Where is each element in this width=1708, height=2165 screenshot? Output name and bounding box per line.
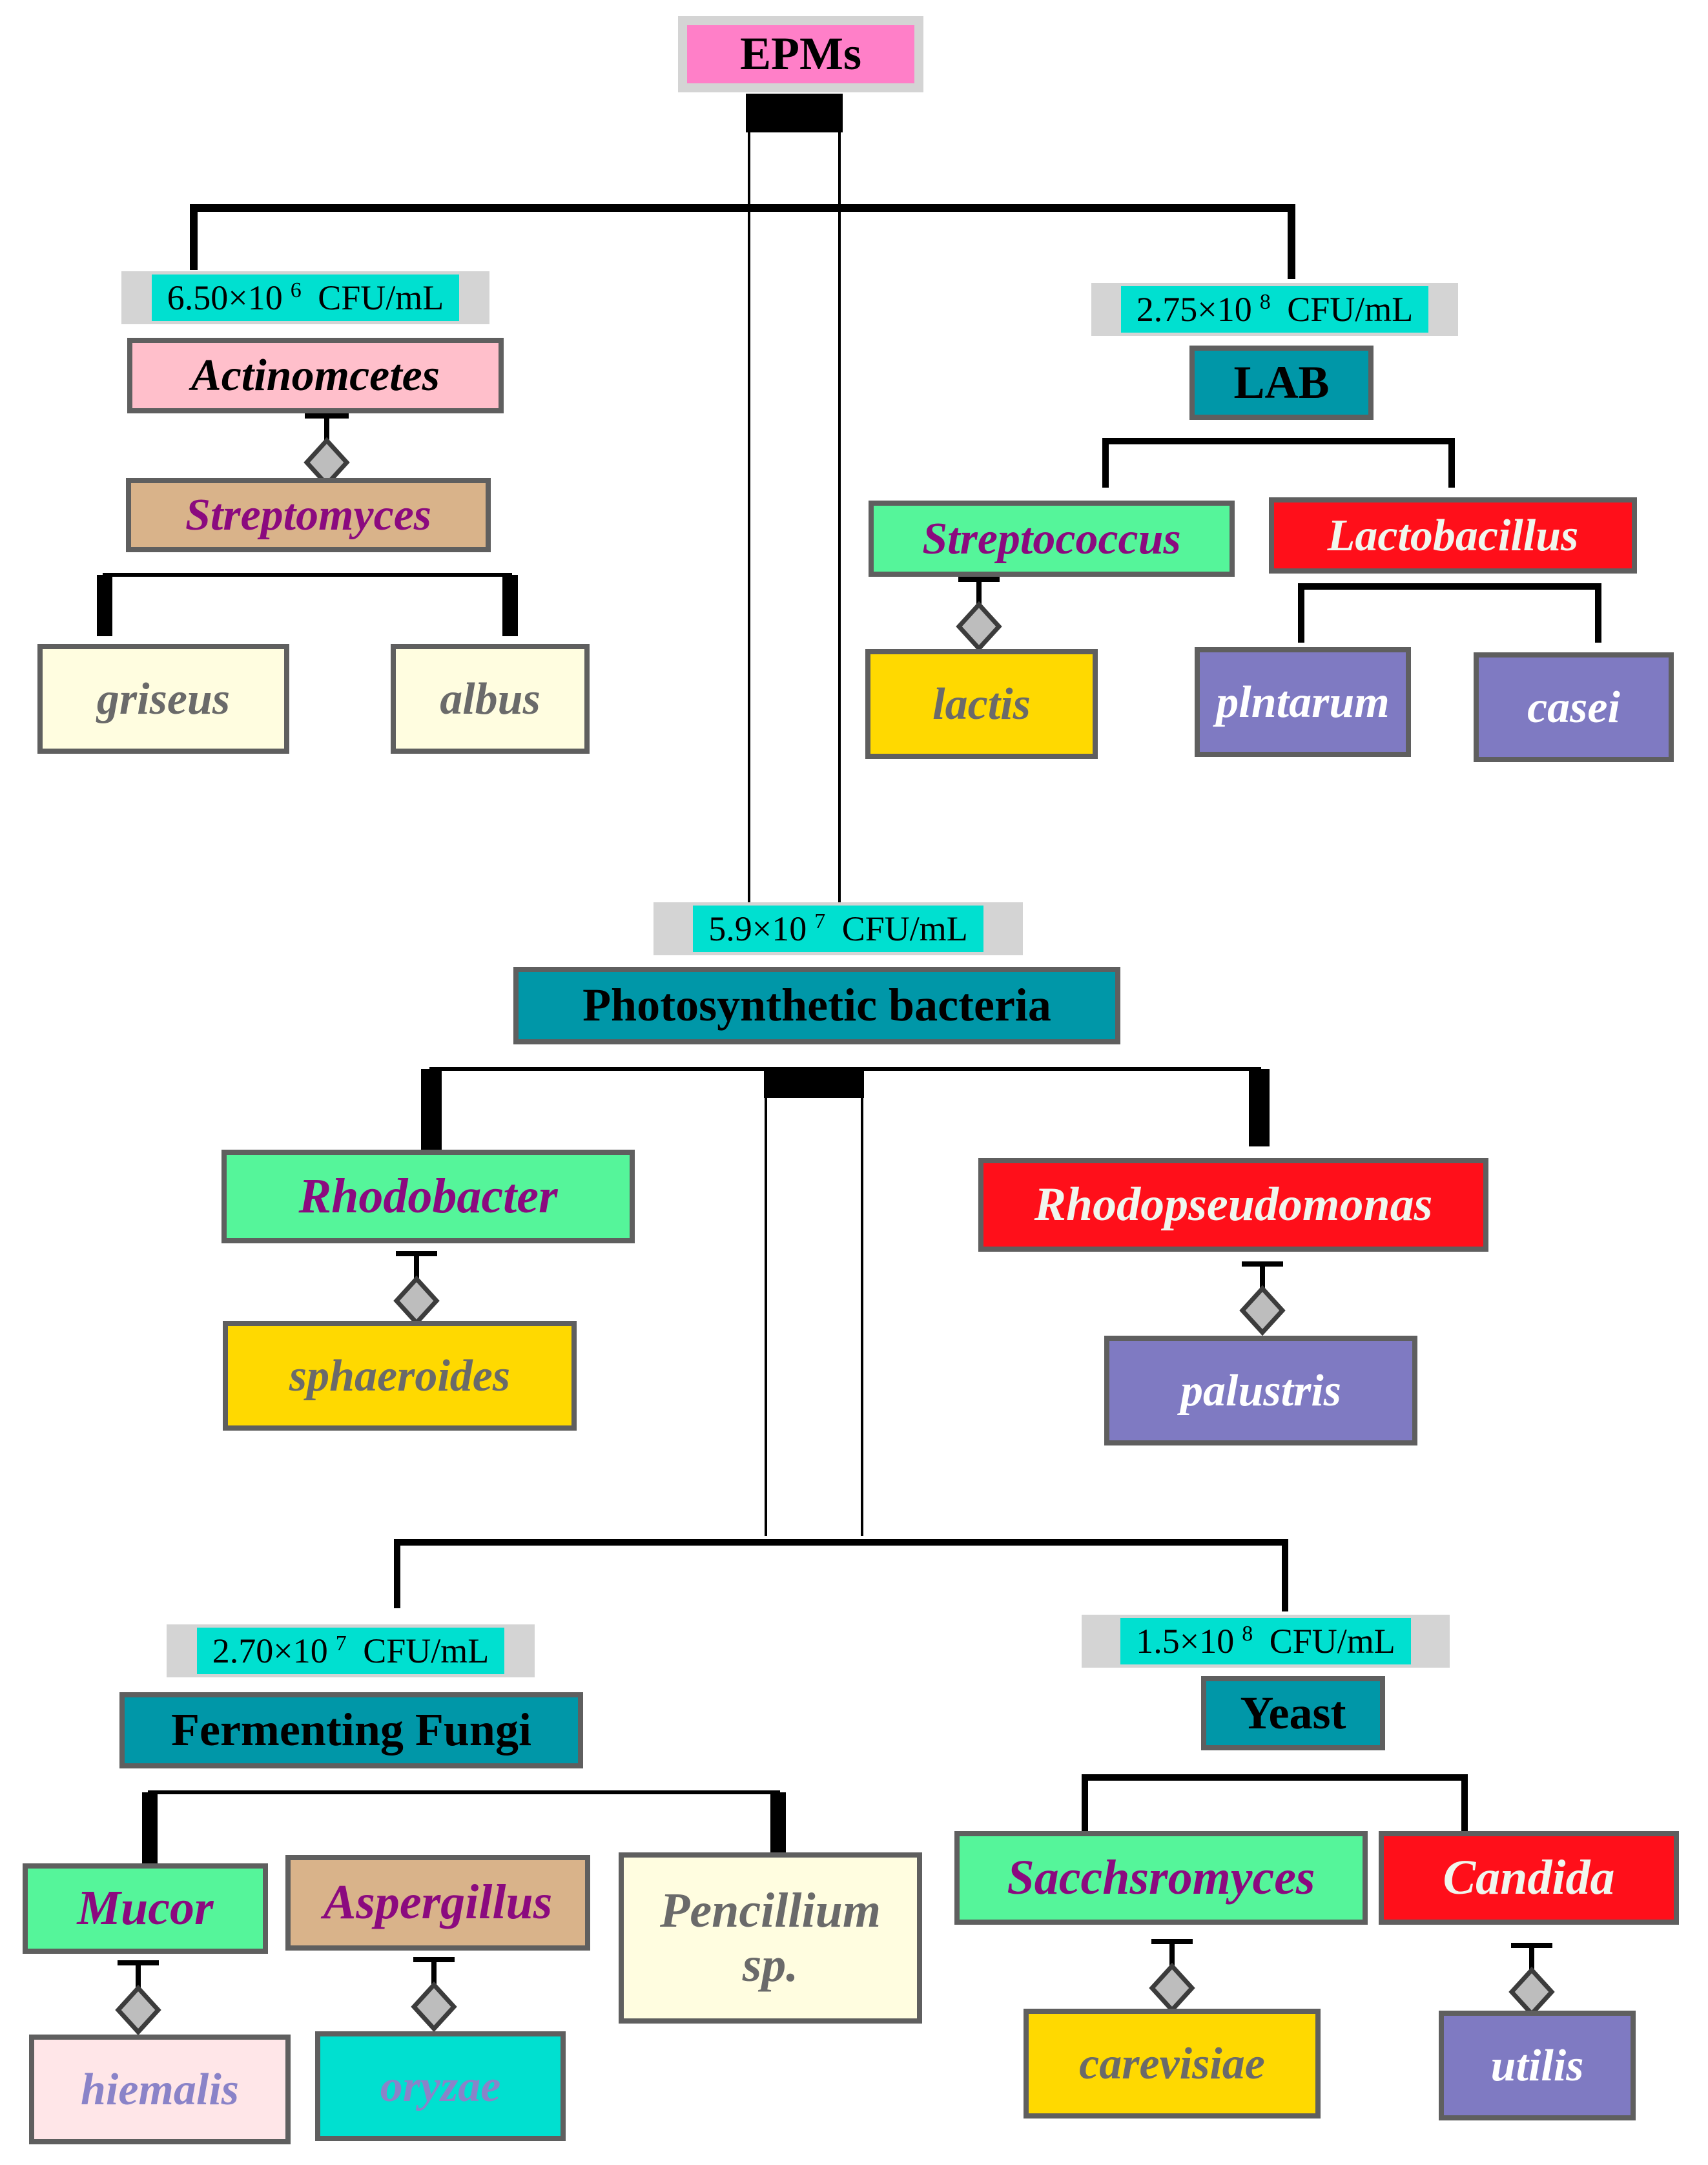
root-stem-block [746,94,843,132]
streptomyces-branch-line [103,573,512,636]
streptomyces-node: Streptomyces [126,478,491,552]
lab-node: LAB [1189,346,1374,420]
lactis-node: lactis [865,649,1098,759]
palustris-node: palustris [1104,1336,1417,1445]
photosynthetic-node: Photosynthetic bacteria [513,967,1120,1044]
photosynthetic-stem-block [764,1069,864,1098]
aspergillus-node: Aspergillus [285,1855,590,1951]
yeast-node: Yeast [1201,1676,1385,1750]
lactobacillus-node: Lactobacillus [1269,497,1637,574]
sphaeroides-node: sphaeroides [223,1321,577,1431]
sacchsromyces-node: Sacchsromyces [954,1831,1368,1925]
mucor-node: Mucor [23,1863,268,1954]
root-label: EPMs [740,28,861,80]
fungi-node: Fermenting Fungi [119,1692,583,1768]
actinomycetes-node: Actinomcetes [127,338,504,413]
casei-node: casei [1474,652,1674,762]
albus-node: albus [391,644,590,754]
yeast-branch-line [1082,1774,1468,1834]
plntarum-node: plntarum [1195,647,1411,757]
lower-branch-line [394,1539,1288,1611]
carevisiae-node: carevisiae [1024,2009,1321,2118]
root-branch-line [190,204,1295,279]
hiemalis-node: hiemalis [29,2035,291,2144]
lactobacillus-branch-line [1298,583,1601,643]
pencillium-node: Pencillium sp. [619,1852,922,2024]
rhodobacter-node: Rhodobacter [221,1150,635,1243]
rhodopseudomonas-node: Rhodopseudomonas [978,1158,1488,1252]
root-node-epms: EPMs [678,16,923,92]
streptococcus-node: Streptococcus [869,501,1235,577]
utilis-node: utilis [1439,2011,1636,2120]
oryzae-node: oryzae [315,2031,566,2141]
griseus-node: griseus [37,644,289,754]
candida-node: Candida [1379,1831,1679,1925]
lab-branch-line [1102,438,1455,488]
